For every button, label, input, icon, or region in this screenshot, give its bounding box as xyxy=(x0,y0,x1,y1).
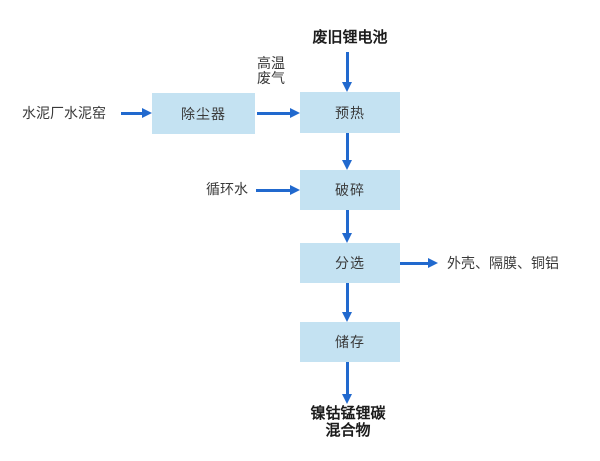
arrow-crush-to-sort xyxy=(342,210,352,243)
final-output-label-line1: 镍钴锰锂碳 xyxy=(310,405,386,422)
sort-output-label: 外壳、隔膜、铜铝 xyxy=(447,255,559,271)
node-sort: 分选 xyxy=(300,243,400,283)
arrow-dust-collector-to-preheat xyxy=(257,108,300,118)
hot-gas-label: 高温 废气 xyxy=(257,56,285,86)
arrow-store-to-final-output xyxy=(342,362,352,404)
circulating-water-label: 循环水 xyxy=(206,181,248,197)
arrow-sort-to-store xyxy=(342,283,352,322)
node-store: 储存 xyxy=(300,322,400,362)
hot-gas-label-line2: 废气 xyxy=(257,70,285,86)
final-output-label-line2: 混合物 xyxy=(325,422,371,439)
node-preheat: 预热 xyxy=(300,92,400,133)
arrow-preheat-to-crush xyxy=(342,133,352,170)
arrow-sort-to-output xyxy=(400,258,438,268)
final-output-label: 镍钴锰锂碳 混合物 xyxy=(278,405,418,439)
arrow-battery-to-preheat xyxy=(342,52,352,92)
hot-gas-label-line1: 高温 xyxy=(257,55,285,71)
node-dust-collector: 除尘器 xyxy=(152,93,255,134)
battery-input-label: 废旧锂电池 xyxy=(312,29,388,46)
cement-kiln-label: 水泥厂水泥窑 xyxy=(22,105,106,121)
node-crush: 破碎 xyxy=(300,170,400,210)
arrow-kiln-to-dust-collector xyxy=(121,108,152,118)
arrow-water-to-crush xyxy=(256,185,300,195)
